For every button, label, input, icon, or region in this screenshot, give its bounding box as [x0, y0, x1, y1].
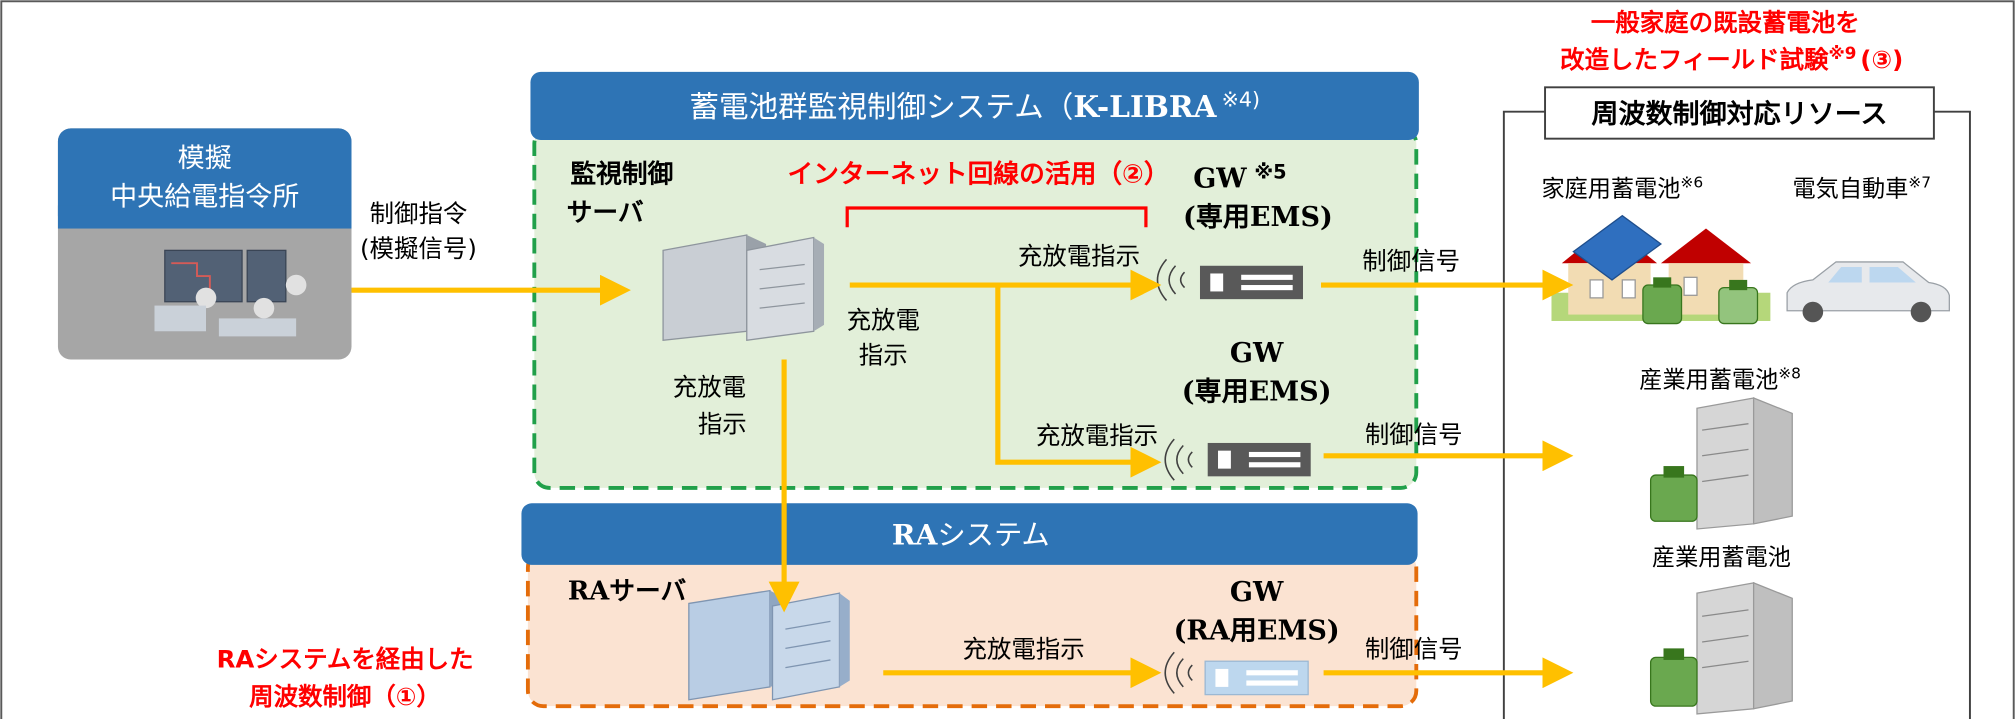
field-test-line1: 一般家庭の既設蓄電池を	[1591, 8, 1860, 37]
arrow-branch-to-gw2	[995, 285, 1162, 478]
gw1-device-icon	[1156, 258, 1303, 301]
gw2-instruction-label: 充放電指示	[1036, 421, 1158, 450]
resources-title: 周波数制御対応リソース	[1591, 98, 1887, 130]
gw2-signal-label: 制御信号	[1365, 420, 1463, 449]
industrial-building1-icon	[1649, 397, 1793, 530]
ra-gw-device-icon	[1164, 651, 1309, 696]
home-battery-label: 家庭用蓄電池※6	[1541, 173, 1703, 202]
monitoring-server-icon	[662, 234, 825, 341]
industrial-building2-icon	[1649, 581, 1793, 715]
ev-label: 電気自動車※7	[1793, 173, 1932, 202]
server-down-instruction-line1: 充放電	[673, 372, 746, 401]
ev-car-icon	[1786, 261, 1950, 323]
ra-instruction-label: 充放電指示	[962, 634, 1084, 663]
control-command-line1: 制御指令	[370, 199, 468, 228]
k-libra-server-label-line2: サーバ	[567, 198, 644, 228]
industrial-battery1-label: 産業用蓄電池※8	[1639, 365, 1801, 394]
operators-illustration	[154, 249, 307, 337]
control-command-line2: (模擬信号)	[360, 234, 477, 263]
ra-system: RAシステム RAサーバ GW (RA用EMS) 充放電指示	[521, 503, 1419, 709]
internet-usage-label: インターネット回線の活用（②）	[787, 158, 1169, 189]
gw1-label-line2: (専用EMS)	[1183, 202, 1333, 233]
ra-gw-signal-label: 制御信号	[1365, 634, 1463, 663]
home-battery-icon	[1642, 277, 1759, 325]
flow-arrows	[351, 269, 1574, 689]
ra-gw-label-line2: (RA用EMS)	[1174, 615, 1340, 646]
ra-server-icon	[688, 589, 850, 701]
server-right-instruction-line1: 充放電	[847, 306, 920, 335]
ra-system-title: RAシステム	[892, 517, 1050, 551]
dispatch-title-line2: 中央給電指令所	[110, 181, 299, 212]
dispatch-title-line1: 模擬	[178, 143, 232, 174]
ra-server-label: RAサーバ	[568, 577, 687, 607]
gw1-signal-label: 制御信号	[1362, 247, 1460, 276]
gw2-label-line1: GW	[1230, 338, 1284, 369]
k-libra-system: 蓄電池群監視制御システム（K-LIBRA※4) 監視制御 サーバ インターネット…	[530, 71, 1419, 490]
k-libra-server-label-line1: 監視制御	[570, 158, 673, 189]
gw2-device-icon	[1164, 438, 1311, 481]
resources-panel: 周波数制御対応リソース 一般家庭の既設蓄電池を 改造したフィールド試験※9(③)…	[1502, 8, 1971, 719]
server-right-instruction-line2: 指示	[859, 340, 908, 369]
gw1-instruction-label: 充放電指示	[1018, 242, 1140, 271]
gw2-label-line2: (専用EMS)	[1182, 377, 1332, 408]
industrial-battery2-label: 産業用蓄電池	[1652, 545, 1791, 571]
dispatch-center: 模擬 中央給電指令所	[57, 128, 352, 360]
ra-frequency-note-line2: 周波数制御（①）	[249, 682, 441, 711]
k-libra-title: 蓄電池群監視制御システム（K-LIBRA※4)	[689, 88, 1260, 124]
gw1-label-line1: GW※5	[1193, 160, 1286, 194]
ra-gw-label-line1: GW	[1230, 577, 1284, 608]
internet-bracket	[845, 206, 1148, 228]
field-test-line2: 改造したフィールド試験※9(③)	[1560, 43, 1903, 74]
server-down-instruction-line2: 指示	[698, 410, 747, 439]
ra-frequency-note-line1: RAシステムを経由した	[217, 645, 474, 674]
